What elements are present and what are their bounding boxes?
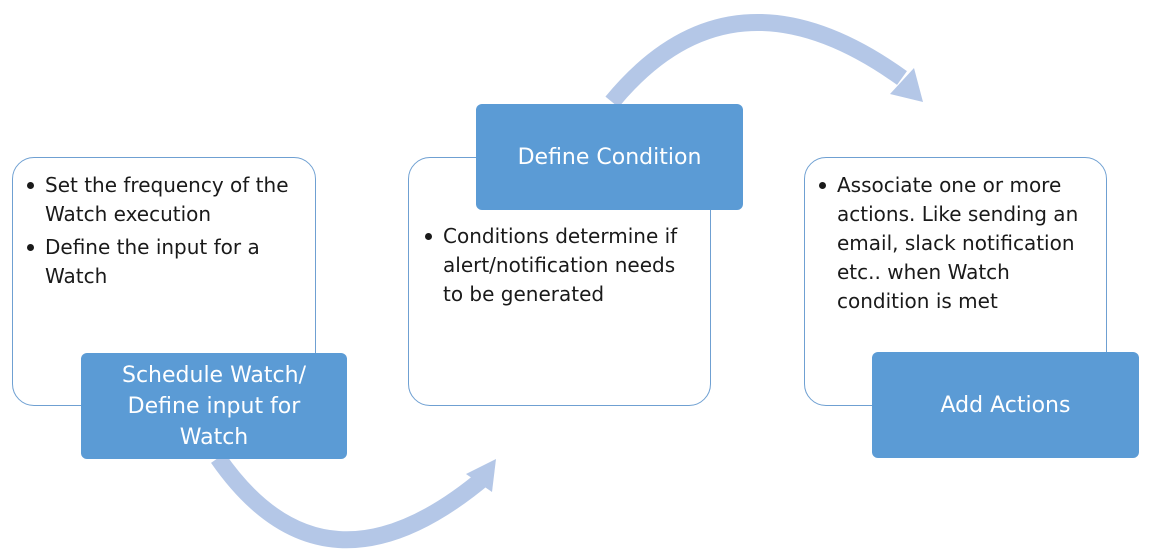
arrow-bottom-body: [211, 453, 492, 549]
step-1-label: Schedule Watch/ Define input for Watch: [122, 362, 306, 450]
step-3-box: Add Actions: [872, 352, 1139, 458]
step-3-label: Add Actions: [940, 392, 1071, 418]
step-1-bullet-1: Set the frequency of the Watch execution: [23, 171, 307, 229]
step-1-bullet-2: Define the input for a Watch: [23, 233, 307, 291]
step-2-bullet-list: Conditions determine if alert/notificati…: [421, 222, 700, 309]
step-2-box: Define Condition: [476, 104, 743, 210]
step-3-bullet-1: Associate one or more actions. Like send…: [815, 171, 1096, 316]
step-3-bullet-list: Associate one or more actions. Like send…: [815, 171, 1096, 316]
step-1-bullet-list: Set the frequency of the Watch execution…: [23, 171, 307, 291]
step-1-box: Schedule Watch/ Define input for Watch: [81, 353, 347, 459]
arrow-top-body: [605, 13, 907, 108]
step-2-bullet-1: Conditions determine if alert/notificati…: [421, 222, 700, 309]
arrow-top-head: [890, 68, 923, 102]
arrow-bottom-head: [466, 459, 496, 492]
step-2-label: Define Condition: [517, 144, 702, 170]
curved-arrow-top: [605, 13, 923, 108]
curved-arrow-bottom: [211, 453, 496, 549]
